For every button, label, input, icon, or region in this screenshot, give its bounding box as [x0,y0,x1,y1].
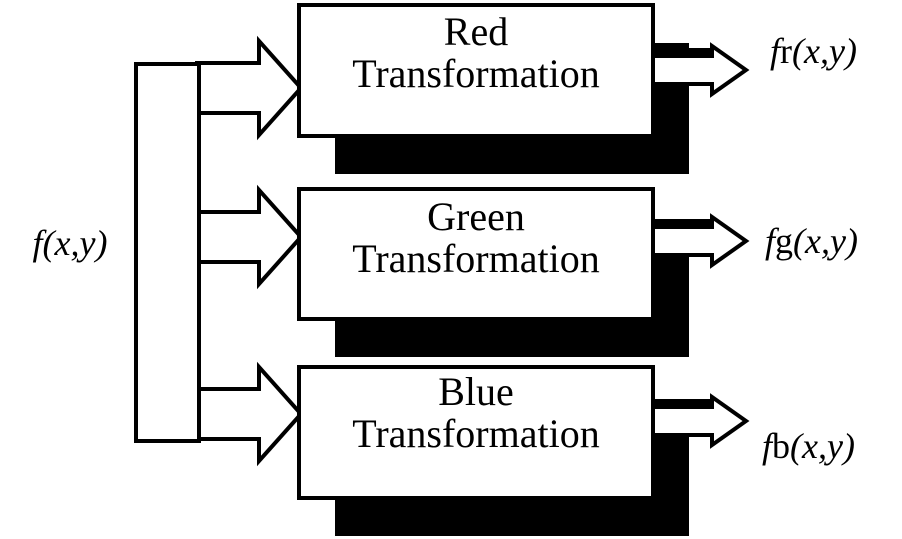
blue-box-label: Blue Transformation [299,371,653,455]
green-box-label: Green Transformation [299,196,653,280]
input-arrow-red [195,35,304,141]
red-box-label-line1: Red [443,9,509,54]
blue-output-args: (x,y) [790,426,855,466]
blue-output-channel: b [772,426,791,466]
blue-transformation-box [297,365,655,500]
red-output-channel: r [780,31,793,71]
input-signal-label: f(x,y) [32,223,108,263]
green-box-label-line2: Transformation [352,236,600,281]
blue-output-label: fb(x,y) [762,427,855,465]
green-box-label-line1: Green [427,194,525,239]
red-output-arrow-shadow-bar [650,48,712,58]
output-arrow-green [648,213,750,269]
output-arrow-blue [648,393,750,449]
red-output-args: (x,y) [792,31,857,71]
red-box-label: Red Transformation [299,11,653,95]
green-output-args: (x,y) [793,221,858,261]
green-output-label: fg(x,y) [765,222,858,260]
blue-output-arrow-shadow-bar [650,399,712,409]
input-splitter-rect [134,62,201,443]
red-transformation-box [297,3,655,138]
input-arrow-green [195,184,304,290]
input-arrow-blue [195,361,304,467]
green-output-channel: g [775,221,794,261]
red-output-label: fr(x,y) [770,32,857,70]
blue-box-label-line2: Transformation [352,411,600,456]
blue-box-label-line1: Blue [438,369,514,414]
red-output-f: f [770,31,781,71]
blue-output-f: f [762,426,773,466]
red-box-label-line2: Transformation [352,51,600,96]
green-output-arrow-shadow-bar [650,219,712,229]
green-output-f: f [765,221,776,261]
output-arrow-red [648,42,750,98]
green-transformation-box [297,187,655,321]
